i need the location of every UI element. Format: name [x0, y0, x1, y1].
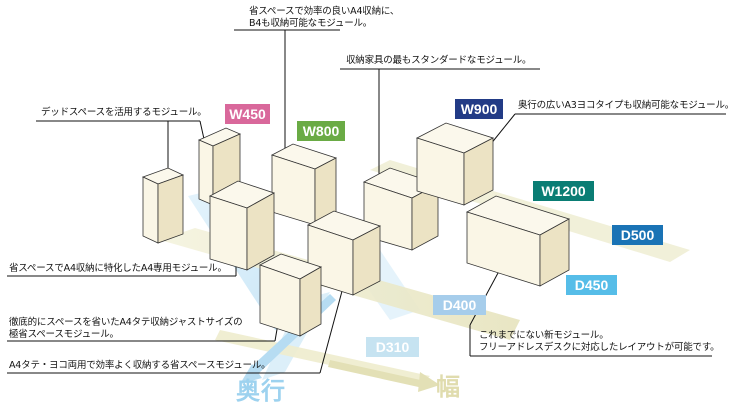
tag-w1200: W1200 [533, 181, 594, 201]
tag-w450: W450 [225, 104, 270, 124]
cabinet-a4-only [208, 180, 275, 271]
note-top-center: 省スペースで効率の良いA4収納に、 B4も収納可能なモジュール。 [249, 6, 399, 30]
tag-d500: D500 [612, 225, 663, 245]
cabinet-w800 [270, 143, 338, 226]
tag-d400: D400 [433, 295, 486, 315]
note-standard: 収納家具の最もスタンダードなモジュール。 [346, 55, 532, 66]
note-new: これまでにない新モジュール。 フリーアドレスデスクに対応したレイアウトが可能です… [479, 330, 720, 354]
note-top-center-line-1: 省スペースで効率の良いA4収納に、 [249, 6, 400, 17]
cabinet-w450 [198, 127, 241, 206]
cabinet-slim [258, 253, 322, 337]
tag-w900: W900 [455, 99, 503, 119]
tag-d310: D310 [366, 337, 419, 357]
width-arrow [328, 360, 440, 392]
note-slim: 徹底的にスペースを省いたA4タテ収納ジャストサイズの 極省スペースモジュール。 [9, 317, 243, 341]
note-top-center-line-2: B4も収納可能なモジュール。 [249, 18, 373, 29]
note-a4-only: 省スペースでA4収納に特化したA4専用モジュール。 [9, 263, 227, 274]
cabinet-dead-space [141, 167, 185, 244]
note-a3: 奥行の広いA3ヨコタイプも収納可能なモジュール。 [518, 100, 735, 111]
note-new-line-1: これまでにない新モジュール。 [479, 330, 609, 341]
cabinet-w1200 [465, 195, 571, 287]
axis-label-width: 幅 [436, 373, 461, 401]
note-slim-line-2: 極省スペースモジュール。 [9, 329, 119, 340]
cabinet-dual [306, 210, 382, 296]
tag-d450: D450 [566, 275, 617, 295]
axis-label-depth: 奥行 [236, 377, 286, 405]
cabinet-w900 [415, 122, 495, 206]
note-dual: A4タテ・ヨコ両用で効率よく収納する省スペースモジュール。 [9, 360, 271, 371]
tag-w800: W800 [297, 121, 345, 141]
note-new-line-2: フリーアドレスデスクに対応したレイアウトが可能です。 [479, 342, 720, 353]
note-slim-line-1: 徹底的にスペースを省いたA4タテ収納ジャストサイズの [9, 317, 243, 328]
note-dead-space: デッドスペースを活用するモジュール。 [41, 107, 207, 118]
